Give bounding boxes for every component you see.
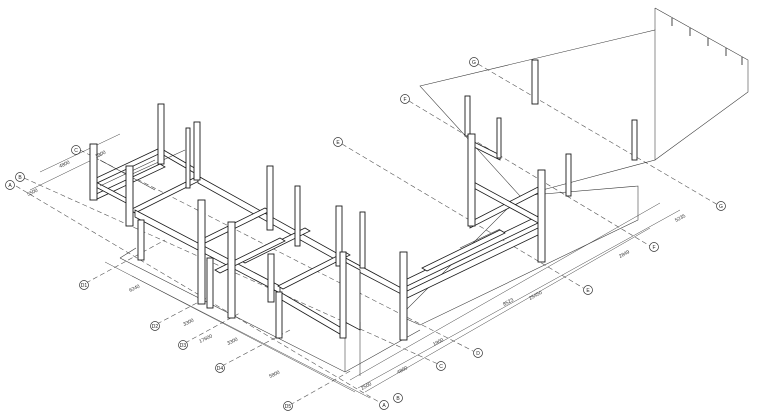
bubble-a-right: A bbox=[379, 400, 389, 410]
column-c-2 bbox=[339, 251, 347, 339]
column-b-3 bbox=[206, 257, 214, 309]
column-a-3 bbox=[137, 219, 145, 261]
svg-text:D: D bbox=[476, 351, 480, 357]
bubble-c-left: C bbox=[71, 145, 81, 155]
svg-text:A: A bbox=[8, 183, 12, 189]
bubble-a-left: A bbox=[5, 180, 15, 190]
column-left-top-1 bbox=[157, 103, 165, 165]
column-e-1 bbox=[467, 133, 476, 227]
grid-lines bbox=[15, 63, 719, 406]
dim-3300a: 3300 bbox=[182, 318, 195, 328]
column-b-2 bbox=[227, 221, 236, 319]
dim-4800-left: 4800 bbox=[58, 160, 71, 170]
svg-text:G: G bbox=[472, 60, 476, 66]
svg-text:F: F bbox=[403, 97, 406, 103]
bubble-g: G bbox=[469, 57, 479, 67]
dim-5235: 5235 bbox=[674, 213, 687, 224]
column-c-1 bbox=[275, 291, 283, 339]
svg-text:D4: D4 bbox=[217, 366, 224, 372]
dimension-lines bbox=[29, 133, 681, 399]
svg-text:E: E bbox=[586, 288, 590, 294]
column-right-3 bbox=[531, 59, 539, 105]
parapet-posts bbox=[671, 18, 743, 65]
bubble-e-right: E bbox=[583, 285, 593, 295]
column-e-2 bbox=[537, 169, 546, 263]
column-left-top-2 bbox=[193, 121, 201, 181]
svg-text:A: A bbox=[382, 403, 386, 409]
svg-text:C: C bbox=[74, 148, 78, 154]
column-d-1 bbox=[399, 251, 408, 341]
dim-2849: 2849 bbox=[618, 249, 631, 260]
bubble-c-right: C bbox=[436, 361, 446, 371]
dim-25450: 25450 bbox=[528, 290, 543, 302]
bubble-b-left: B bbox=[15, 172, 25, 182]
column-mid-1 bbox=[266, 165, 274, 231]
svg-text:D2: D2 bbox=[152, 324, 159, 330]
floor-slabs bbox=[119, 7, 749, 376]
dim-1900-right: 1900 bbox=[432, 337, 445, 348]
dim-3300b: 3300 bbox=[226, 337, 239, 347]
bubble-b-right: B bbox=[393, 393, 403, 403]
dim-1900-left: 1900 bbox=[94, 150, 107, 160]
svg-text:G: G bbox=[719, 204, 723, 210]
column-mid-3 bbox=[335, 205, 343, 267]
svg-text:C: C bbox=[439, 364, 443, 370]
dimension-labels: 4800 1900 5500 6240 3300 17600 3300 5800… bbox=[26, 150, 687, 392]
grid-bubbles: G F E C B A D1 D2 bbox=[5, 57, 726, 411]
bubble-f-top: F bbox=[400, 94, 410, 104]
dim-4800-right: 4800 bbox=[396, 365, 409, 376]
bubble-d3: D3 bbox=[178, 340, 188, 350]
bubble-d2: D2 bbox=[150, 321, 160, 331]
svg-text:D3: D3 bbox=[180, 343, 187, 349]
column-right-4 bbox=[631, 119, 638, 161]
bubble-d1: D1 bbox=[79, 280, 89, 290]
column-b-4 bbox=[267, 253, 275, 303]
bubble-e-top: E bbox=[333, 137, 343, 147]
bubble-f-right: F bbox=[649, 242, 659, 252]
svg-text:B: B bbox=[396, 396, 400, 402]
column-b-1 bbox=[197, 199, 206, 305]
svg-text:F: F bbox=[652, 245, 655, 251]
svg-text:D1: D1 bbox=[81, 283, 88, 289]
svg-text:B: B bbox=[18, 175, 22, 181]
dim-8523: 8523 bbox=[502, 297, 515, 308]
column-right-5 bbox=[565, 153, 572, 197]
dim-6240: 6240 bbox=[128, 284, 141, 294]
column-a-2 bbox=[125, 165, 134, 227]
column-left-top-3 bbox=[185, 127, 191, 189]
bubble-d-right: D bbox=[473, 348, 483, 358]
dim-17600: 17600 bbox=[198, 333, 213, 344]
dim-5500-left: 5500 bbox=[26, 188, 39, 198]
steel-columns bbox=[89, 59, 638, 341]
column-mid-4 bbox=[359, 211, 366, 269]
svg-text:D5: D5 bbox=[285, 404, 292, 410]
column-a-1 bbox=[89, 143, 98, 201]
bubble-d5: D5 bbox=[283, 401, 293, 411]
dim-2500: 2500 bbox=[360, 381, 373, 392]
svg-text:E: E bbox=[336, 140, 340, 146]
dim-5800: 5800 bbox=[268, 370, 281, 380]
bubble-g-right: G bbox=[716, 201, 726, 211]
column-right-1 bbox=[464, 95, 471, 137]
bubble-d4: D4 bbox=[215, 363, 225, 373]
column-right-2 bbox=[496, 117, 502, 159]
column-mid-2 bbox=[294, 185, 301, 247]
